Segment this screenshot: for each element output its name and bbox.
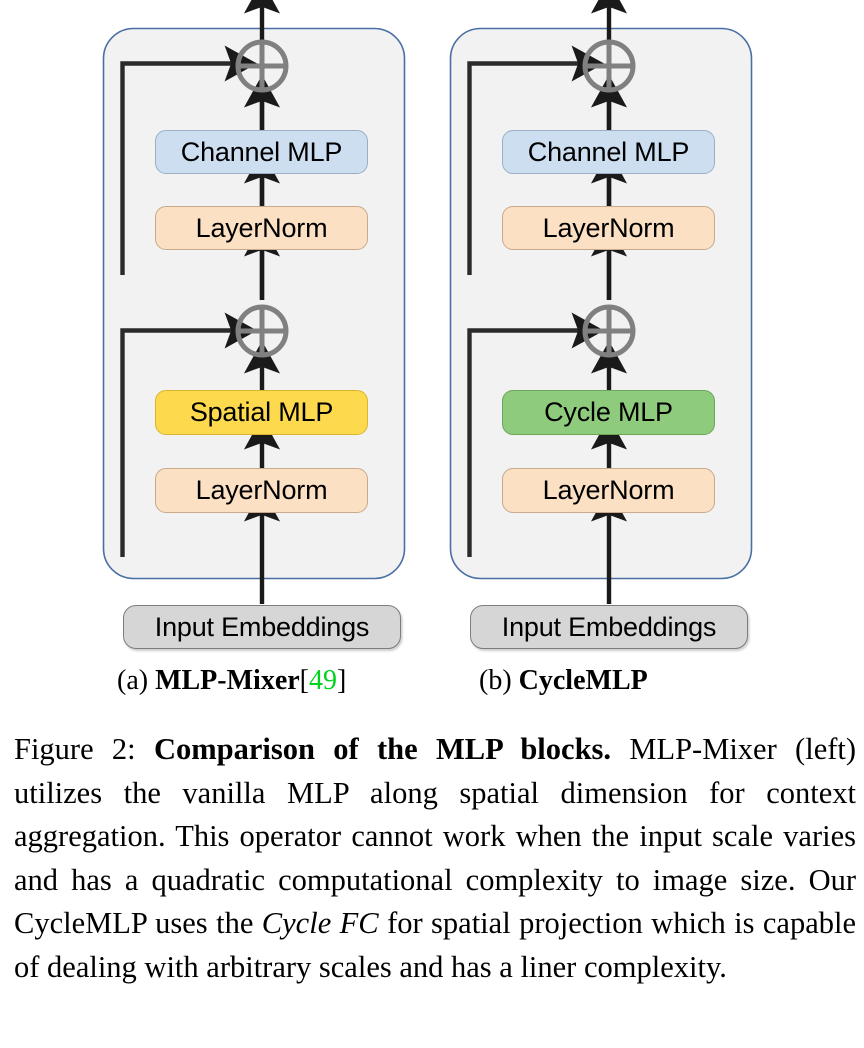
block-channel-mlp-mixer[interactable]: Channel MLP xyxy=(155,130,368,174)
block-input-embeddings-mixer[interactable]: Input Embeddings xyxy=(123,605,401,649)
skip-connection-top xyxy=(467,45,605,275)
block-input-embeddings-cyclemlp[interactable]: Input Embeddings xyxy=(470,605,748,649)
block-layernorm-top-cyclemlp[interactable]: LayerNorm xyxy=(502,206,715,250)
subcaption-b: (b) CycleMLP xyxy=(479,665,648,697)
citation-bracket-open: [ xyxy=(299,665,309,696)
caption-body-part2: for spatial projection which is capable … xyxy=(14,906,857,984)
figure-vector-layer xyxy=(102,0,753,604)
citation-bracket-close: ] xyxy=(337,665,347,696)
subcaption-b-name: CycleMLP xyxy=(518,665,648,696)
block-cycle-mlp-cyclemlp[interactable]: Cycle MLP xyxy=(502,390,715,435)
block-layernorm-top-mixer[interactable]: LayerNorm xyxy=(155,206,368,250)
caption-body-part1: MLP-Mixer (left) utilizes the vanilla ML… xyxy=(14,732,857,940)
block-layernorm-bottom-mixer[interactable]: LayerNorm xyxy=(155,468,368,513)
subcaption-a-prefix: (a) xyxy=(117,665,149,696)
caption-figure-label: Figure 2: xyxy=(14,732,136,766)
figure-caption: Figure 2: Comparison of the MLP blocks. … xyxy=(14,728,856,989)
caption-bold-title: Comparison of the MLP blocks. xyxy=(153,732,612,766)
skip-connection-bottom xyxy=(120,312,258,557)
skip-connection-bottom xyxy=(467,312,605,557)
panel-cyclemlp xyxy=(449,0,753,604)
operator-add-bottom xyxy=(235,304,289,358)
operator-add-bottom xyxy=(582,304,636,358)
figure-2-diagram: Channel MLP LayerNorm Spatial MLP LayerN… xyxy=(102,0,753,696)
citation-number[interactable]: 49 xyxy=(309,665,337,696)
subcaption-b-prefix: (b) xyxy=(479,665,512,696)
operator-add-top xyxy=(582,39,636,93)
panel-mlp-mixer xyxy=(102,0,406,604)
block-channel-mlp-cyclemlp[interactable]: Channel MLP xyxy=(502,130,715,174)
subcaption-a: (a) MLP-Mixer[49] xyxy=(117,665,346,697)
block-spatial-mlp-mixer[interactable]: Spatial MLP xyxy=(155,390,368,435)
skip-connection-top xyxy=(120,45,258,275)
block-layernorm-bottom-cyclemlp[interactable]: LayerNorm xyxy=(502,468,715,513)
operator-add-top xyxy=(235,39,289,93)
caption-italic-term: Cycle FC xyxy=(261,906,379,940)
subcaption-a-name: MLP-Mixer xyxy=(155,665,300,696)
